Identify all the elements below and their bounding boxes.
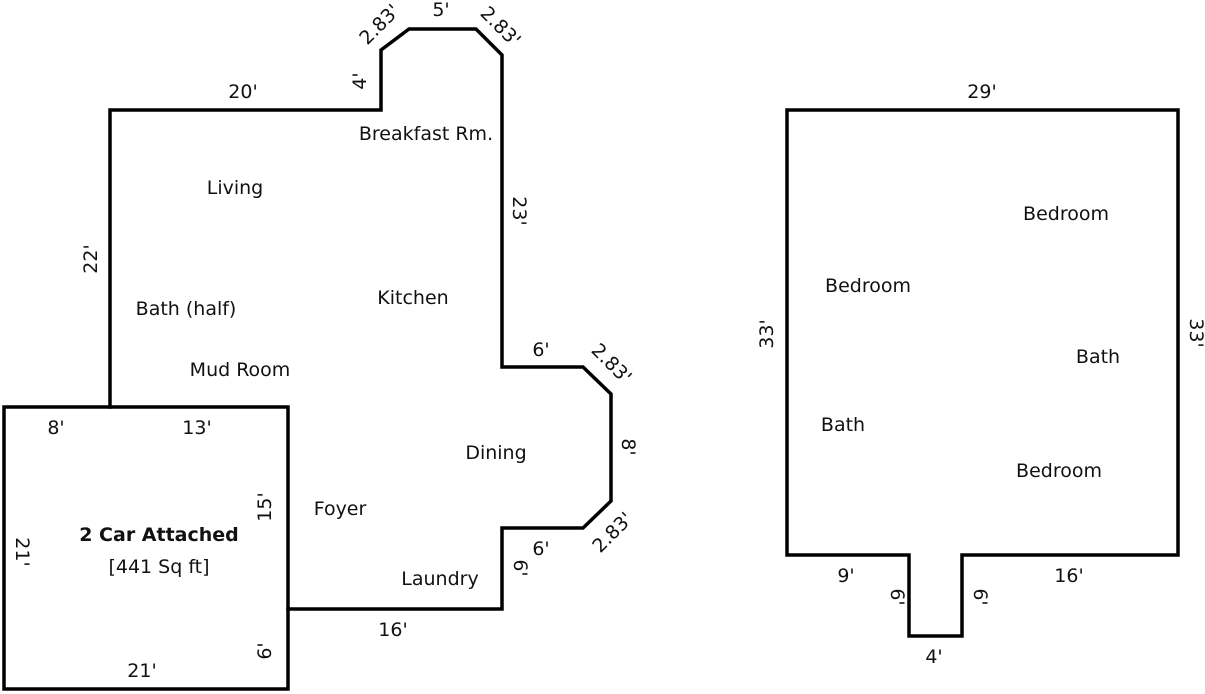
dim-garage-bottom: 21' — [127, 660, 156, 682]
room-breakfast: Breakfast Rm. — [359, 123, 493, 145]
room-mud-room: Mud Room — [190, 359, 291, 381]
dim-right-upper: 23' — [508, 196, 530, 225]
dim-second-right: 33' — [1185, 318, 1205, 347]
dim-laundry-step: 6' — [532, 538, 549, 560]
room-bath-left: Bath — [821, 414, 865, 436]
garage-title: 2 Car Attached — [79, 524, 239, 546]
room-bedroom-left: Bedroom — [825, 275, 911, 297]
dim-notch-right: 6' — [969, 588, 991, 605]
dim-garage-lower-right: 6' — [254, 642, 276, 659]
dim-second-left: 33' — [756, 319, 778, 348]
dim-garage-top-right: 13' — [182, 417, 211, 439]
room-bath-right: Bath — [1076, 346, 1120, 368]
dim-bay-top: 5' — [432, 0, 449, 21]
room-laundry: Laundry — [401, 568, 478, 590]
dim-notch-left: 6' — [886, 588, 908, 605]
dim-left-wall: 22' — [80, 244, 102, 273]
dim-garage-top-left: 8' — [47, 417, 64, 439]
garage-area: [441 Sq ft] — [108, 556, 209, 578]
dim-bay-right-diag: 2.83' — [476, 2, 525, 51]
dim-second-bottom-left: 9' — [837, 565, 854, 587]
room-bedroom-upper-right: Bedroom — [1023, 203, 1109, 225]
dim-garage-inner-side: 15' — [254, 492, 276, 521]
dim-notch-bottom: 4' — [925, 646, 942, 668]
dim-bottom-wall: 16' — [378, 619, 407, 641]
room-dining: Dining — [465, 442, 526, 464]
room-living: Living — [207, 177, 264, 199]
second-floor: 29' 33' 33' 9' 6' 4' 6' 16' Bedroom Bedr… — [756, 81, 1205, 668]
room-bath-half: Bath (half) — [136, 298, 237, 320]
garage: 8' 13' 15' 21' 21' 6' 2 Car Attached [44… — [2, 405, 290, 691]
first-floor-outline — [108, 27, 613, 611]
dim-garage-left: 21' — [11, 537, 33, 566]
dim-step-up: 4' — [349, 72, 371, 89]
dim-second-bottom-right: 16' — [1054, 565, 1083, 587]
dim-dining-step: 6' — [532, 339, 549, 361]
second-floor-outline — [785, 108, 1180, 638]
dim-top-left-wall: 20' — [228, 81, 257, 103]
room-kitchen: Kitchen — [377, 287, 448, 309]
dim-second-top: 29' — [967, 81, 996, 103]
dim-dining-diag-top: 2.83' — [587, 339, 636, 388]
dim-laundry-drop: 6' — [509, 559, 531, 576]
dim-bay-left-diag: 2.83' — [355, 0, 404, 49]
room-bedroom-lower-right: Bedroom — [1016, 460, 1102, 482]
dim-dining-right: 8' — [617, 438, 639, 455]
garage-outline — [2, 405, 290, 691]
room-foyer: Foyer — [314, 498, 367, 520]
